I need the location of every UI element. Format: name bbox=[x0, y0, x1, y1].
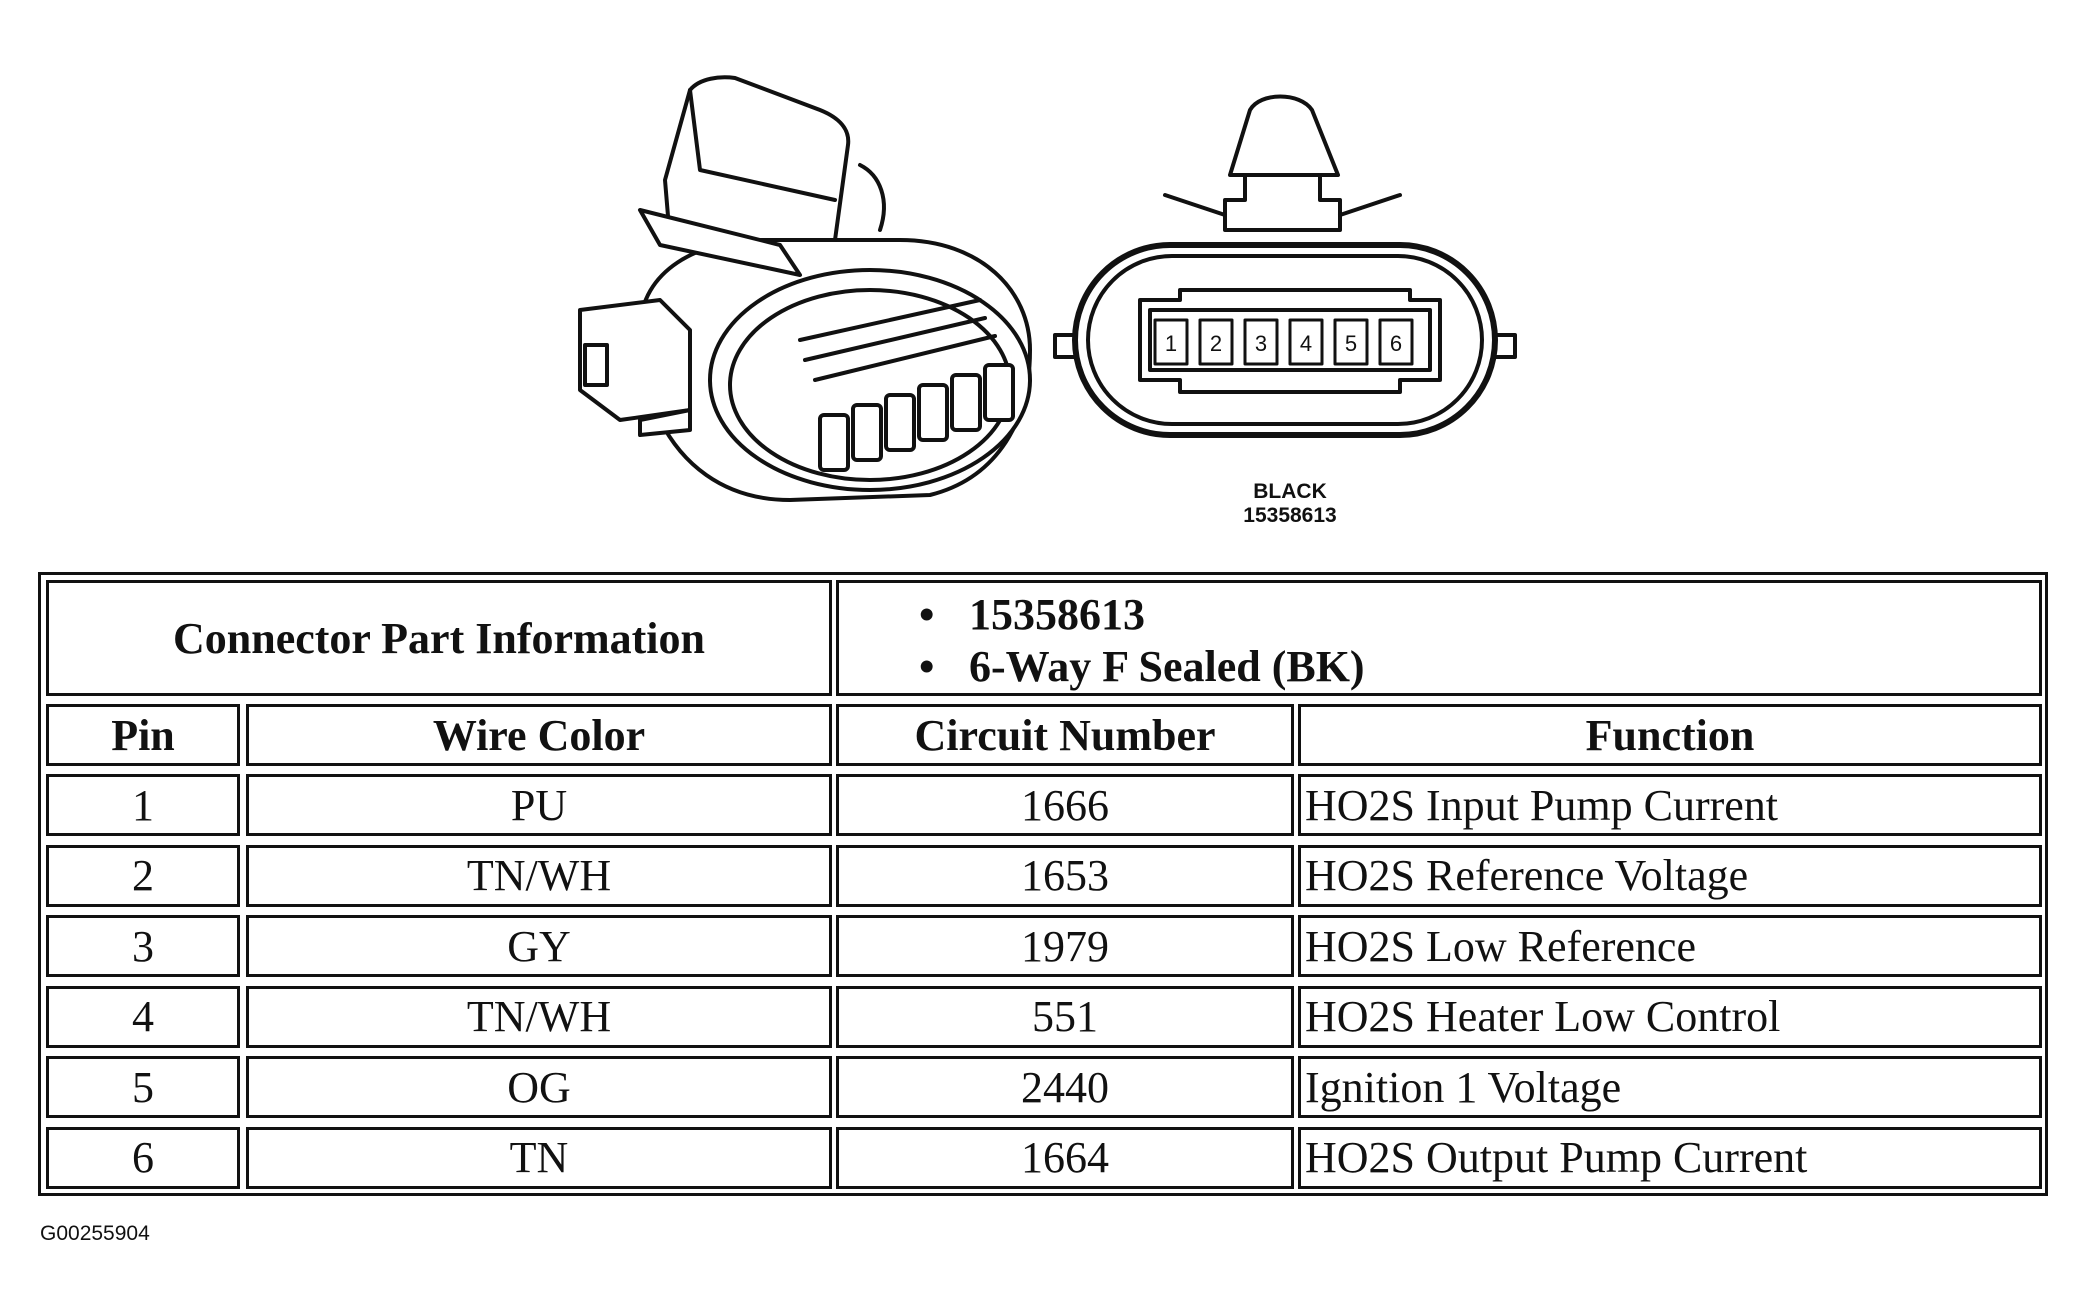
cell-circuit-number: 551 bbox=[836, 985, 1294, 1048]
connector-part-info-label: Connector Part Information bbox=[46, 580, 832, 696]
cell-wire-color: TN bbox=[246, 1126, 832, 1189]
connector-color-label: BLACK bbox=[1253, 480, 1327, 503]
cell-pin: 4 bbox=[46, 985, 240, 1048]
pin-cavity bbox=[1288, 318, 1324, 366]
pin-number-label: 3 bbox=[1255, 331, 1267, 356]
pin-number-label: 6 bbox=[1390, 331, 1402, 356]
cell-wire-color: GY bbox=[246, 915, 832, 977]
pin-number-label: 4 bbox=[1300, 331, 1312, 356]
cell-function: HO2S Heater Low Control bbox=[1298, 985, 2042, 1048]
cell-function: HO2S Output Pump Current bbox=[1298, 1126, 2042, 1189]
connector-isometric-view bbox=[578, 75, 1032, 502]
cell-function: HO2S Low Reference bbox=[1298, 915, 2042, 977]
info-item-part-number: •15358613 bbox=[919, 590, 1145, 639]
cell-function: Ignition 1 Voltage bbox=[1298, 1056, 2042, 1118]
cell-wire-color: OG bbox=[246, 1056, 832, 1118]
header-wire-color: Wire Color bbox=[246, 704, 832, 766]
header-function: Function bbox=[1298, 704, 2042, 766]
cell-pin: 6 bbox=[46, 1126, 240, 1189]
pin-number-label: 2 bbox=[1210, 331, 1222, 356]
header-pin: Pin bbox=[46, 704, 240, 766]
pin-cavity bbox=[1243, 318, 1279, 366]
cell-wire-color: PU bbox=[246, 774, 832, 836]
connector-part-info-values: •15358613 •6-Way F Sealed (BK) bbox=[836, 580, 2042, 696]
pin-cavity bbox=[1378, 318, 1414, 366]
pin-number-label: 1 bbox=[1165, 331, 1177, 356]
cell-circuit-number: 1664 bbox=[836, 1126, 1294, 1189]
cell-wire-color: TN/WH bbox=[246, 844, 832, 907]
pin-cavity bbox=[1333, 318, 1369, 366]
cell-circuit-number: 1979 bbox=[836, 915, 1294, 977]
cell-pin: 3 bbox=[46, 915, 240, 977]
pin-number-label: 5 bbox=[1345, 331, 1357, 356]
cell-circuit-number: 1666 bbox=[836, 774, 1294, 836]
header-circuit-number: Circuit Number bbox=[836, 704, 1294, 766]
figure-id: G00255904 bbox=[40, 1222, 150, 1245]
cell-function: HO2S Input Pump Current bbox=[1298, 774, 2042, 836]
cell-circuit-number: 1653 bbox=[836, 844, 1294, 907]
connector-illustration: 1 2 3 4 5 6 bbox=[578, 75, 1517, 502]
cell-pin: 2 bbox=[46, 844, 240, 907]
connector-table bbox=[38, 572, 2048, 1196]
cell-pin: 5 bbox=[46, 1056, 240, 1118]
connector-part-number-label: 15358613 bbox=[1243, 504, 1337, 527]
pin-cavity bbox=[1198, 318, 1234, 366]
info-item-description: •6-Way F Sealed (BK) bbox=[919, 642, 1365, 691]
pin-cavity bbox=[1153, 318, 1189, 366]
cell-pin: 1 bbox=[46, 774, 240, 836]
cell-circuit-number: 2440 bbox=[836, 1056, 1294, 1118]
cell-function: HO2S Reference Voltage bbox=[1298, 844, 2042, 907]
cell-wire-color: TN/WH bbox=[246, 985, 832, 1048]
connector-front-view: 1 2 3 4 5 6 bbox=[1053, 94, 1517, 438]
